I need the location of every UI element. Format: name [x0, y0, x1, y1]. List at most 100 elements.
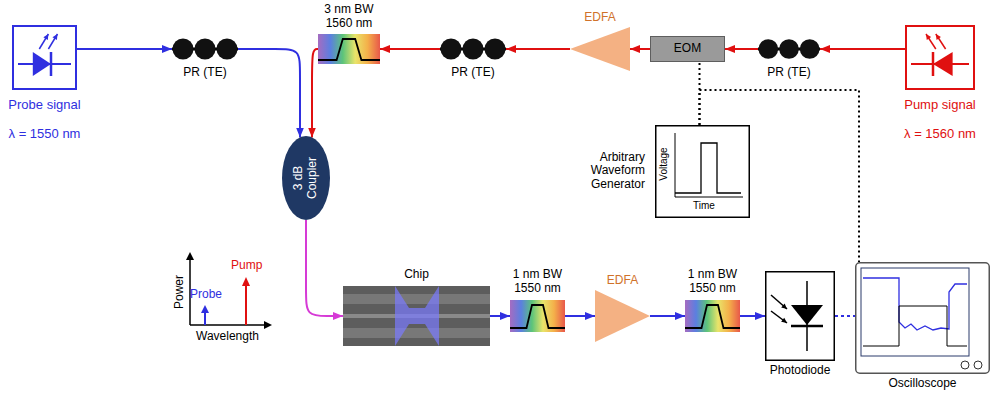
node-label: EOM	[674, 42, 701, 56]
scope-knob	[974, 361, 982, 369]
label-group: Pump signalλ = 1560 nm	[904, 98, 976, 142]
axis-arrowhead	[264, 321, 272, 329]
fiber-connector	[380, 48, 440, 50]
chip-substrate	[343, 286, 490, 346]
chip-image: Chip	[343, 286, 490, 346]
diode-bar	[791, 325, 823, 328]
diode-symbol	[911, 34, 969, 76]
modulator-box	[651, 37, 725, 62]
symbol-arrowhead	[926, 34, 931, 40]
plot-label: Voltage	[658, 147, 670, 180]
pump-laser: Pump signalλ = 1560 nm	[905, 25, 975, 90]
node-label: PR (TE)	[451, 66, 494, 80]
component-icon	[905, 25, 975, 90]
component-icon	[12, 25, 77, 90]
fiber-connector	[565, 315, 595, 317]
chip-band	[343, 328, 490, 338]
amplifier-triangle	[595, 290, 650, 342]
edfa-amplifier: EDFA	[595, 290, 650, 342]
fiber-connector	[725, 48, 758, 50]
fiber-connector	[630, 48, 650, 50]
fiber-connector	[740, 315, 765, 317]
plot-label: Wavelength	[196, 330, 259, 344]
scope-trace	[863, 306, 967, 346]
node-label: 1 nm BW 1550 nm	[507, 268, 569, 296]
scope-trace	[863, 278, 967, 330]
component-icon	[510, 300, 565, 332]
symbol-arrow	[39, 34, 48, 49]
label-group: Chip	[404, 268, 429, 282]
symbol-arrowhead	[936, 34, 941, 40]
component-icon	[570, 27, 630, 71]
label-group: EDFA	[584, 11, 615, 25]
paddle-loop	[485, 39, 506, 60]
symbol-arrow	[48, 34, 57, 49]
node-label: Oscilloscope	[888, 377, 956, 391]
eom-modulator: EOM	[650, 36, 725, 62]
label-group: PR (TE)	[183, 66, 226, 80]
symbol-arrowhead	[781, 318, 787, 323]
node-label: EDFA	[584, 11, 615, 25]
diode-triangle	[791, 305, 823, 325]
probe-laser: Probe signalλ = 1550 nm	[12, 25, 77, 90]
symbol-arrow	[771, 311, 787, 323]
label-group: Photodiode	[770, 364, 831, 378]
polarization-controller: PR (TE)	[440, 38, 506, 60]
paddle-loop	[800, 39, 820, 59]
node-label: 1 nm BW 1550 nm	[682, 268, 744, 296]
probe-arrowhead	[201, 305, 209, 313]
node-label: Pump signal	[904, 98, 976, 113]
scope-screen	[861, 268, 969, 356]
fiber-connector	[490, 315, 510, 317]
component-icon	[685, 300, 740, 332]
node-label: Probe signal	[8, 98, 80, 113]
symbol-arrowhead	[52, 34, 57, 40]
component-icon	[765, 271, 835, 361]
device-region	[395, 286, 439, 346]
component-icon	[440, 38, 506, 60]
axis-line	[675, 197, 743, 198]
fiber-connector	[820, 48, 905, 50]
chip-band	[343, 294, 490, 304]
oscilloscope: Oscilloscope	[855, 262, 990, 374]
label-group: Oscilloscope	[888, 377, 956, 391]
symbol-arrow	[936, 34, 946, 49]
label-group: 1 nm BW 1550 nm	[682, 268, 744, 296]
filter-spectrum	[510, 300, 565, 332]
symbol-arrowhead	[43, 34, 48, 40]
label-group: EOM	[674, 42, 701, 56]
plot-label: Time	[693, 200, 715, 212]
component-icon	[855, 262, 990, 374]
laser-housing	[13, 26, 76, 89]
coupler-ellipse	[282, 136, 330, 220]
symbol-arrow	[771, 295, 787, 309]
node-label: PR (TE)	[767, 66, 810, 80]
label-group: Arbitrary Waveform Generator	[575, 151, 645, 192]
symbol-arrowhead	[781, 303, 787, 309]
plot-label: Power	[173, 275, 187, 309]
label-group: 1 nm BW 1550 nm	[507, 268, 569, 296]
node-label: Arbitrary Waveform Generator	[575, 151, 645, 192]
plot-axes	[190, 258, 266, 325]
amplifier-triangle	[570, 27, 630, 71]
bandpass-filter: 1 nm BW 1550 nm	[510, 300, 565, 332]
label-group: 3 nm BW 1560 nm	[318, 3, 380, 31]
paddle-loop	[217, 39, 238, 60]
fiber-connector	[238, 49, 300, 138]
polarization-controller: PR (TE)	[758, 38, 820, 60]
plot-label: Pump	[231, 259, 262, 273]
node-label: 3 dB Coupler	[292, 153, 320, 203]
passband-trace	[510, 305, 565, 328]
label-group: Probe signalλ = 1550 nm	[8, 98, 80, 142]
component-icon	[758, 38, 820, 60]
scope-housing	[856, 263, 990, 374]
filter-spectrum	[318, 34, 380, 64]
polarization-controller: PR (TE)	[172, 38, 238, 60]
fiber-connector	[650, 315, 685, 317]
fiber-connector	[506, 48, 570, 50]
paddle-loop	[779, 39, 799, 59]
fiber-connector	[77, 48, 172, 50]
